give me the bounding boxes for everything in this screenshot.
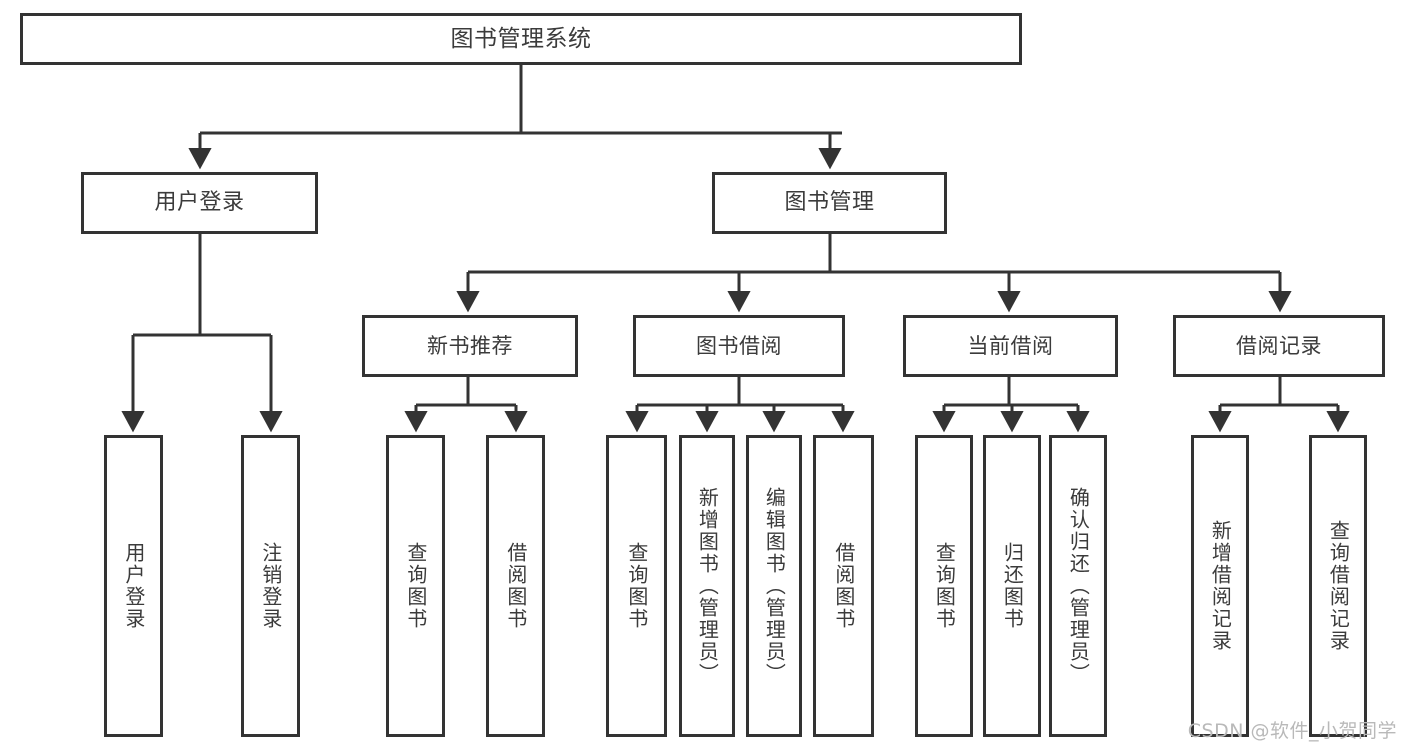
node-label: 图书管理系统 <box>450 25 592 52</box>
leaf-edit-book-admin[interactable]: 编辑图书（管理员） <box>746 435 802 737</box>
leaf-add-borrow-record[interactable]: 新增借阅记录 <box>1191 435 1249 737</box>
leaf-confirm-return-admin[interactable]: 确认归还（管理员） <box>1049 435 1107 737</box>
leaf-borrow-books-recommend[interactable]: 借阅图书 <box>486 435 545 737</box>
node-label: 查询图书 <box>932 542 957 630</box>
node-label: 借阅图书 <box>831 542 856 630</box>
node-current-borrow[interactable]: 当前借阅 <box>903 315 1118 377</box>
node-label: 查询借阅记录 <box>1326 520 1351 652</box>
node-label: 查询图书 <box>403 542 428 630</box>
leaf-logout[interactable]: 注销登录 <box>241 435 300 737</box>
node-user-login[interactable]: 用户登录 <box>81 172 318 234</box>
node-book-management-system[interactable]: 图书管理系统 <box>20 13 1022 65</box>
node-label: 新增图书（管理员） <box>695 487 720 685</box>
leaf-return-book[interactable]: 归还图书 <box>983 435 1041 737</box>
node-label: 归还图书 <box>1000 542 1025 630</box>
node-label: 借阅记录 <box>1236 333 1322 358</box>
leaf-add-book-admin[interactable]: 新增图书（管理员） <box>679 435 735 737</box>
node-label: 编辑图书（管理员） <box>762 487 787 685</box>
node-label: 图书借阅 <box>696 333 782 358</box>
leaf-query-books-recommend[interactable]: 查询图书 <box>386 435 445 737</box>
node-label: 用户登录 <box>154 190 245 216</box>
node-label: 新书推荐 <box>427 333 513 358</box>
node-label: 借阅图书 <box>503 542 528 630</box>
leaf-query-books-current[interactable]: 查询图书 <box>915 435 973 737</box>
node-label: 确认归还（管理员） <box>1066 487 1091 685</box>
node-label: 注销登录 <box>258 542 283 630</box>
node-book-borrow[interactable]: 图书借阅 <box>633 315 845 377</box>
node-label: 图书管理 <box>784 190 875 216</box>
leaf-borrow-book[interactable]: 借阅图书 <box>813 435 874 737</box>
node-label: 新增借阅记录 <box>1208 520 1233 652</box>
node-new-book-recommend[interactable]: 新书推荐 <box>362 315 578 377</box>
node-label: 当前借阅 <box>967 333 1054 358</box>
node-label: 查询图书 <box>624 542 649 630</box>
leaf-query-borrow-record[interactable]: 查询借阅记录 <box>1309 435 1367 737</box>
node-borrow-records[interactable]: 借阅记录 <box>1173 315 1385 377</box>
node-book-management[interactable]: 图书管理 <box>712 172 947 234</box>
leaf-user-login[interactable]: 用户登录 <box>104 435 163 737</box>
leaf-query-books-borrow[interactable]: 查询图书 <box>606 435 667 737</box>
node-label: 用户登录 <box>121 542 146 630</box>
